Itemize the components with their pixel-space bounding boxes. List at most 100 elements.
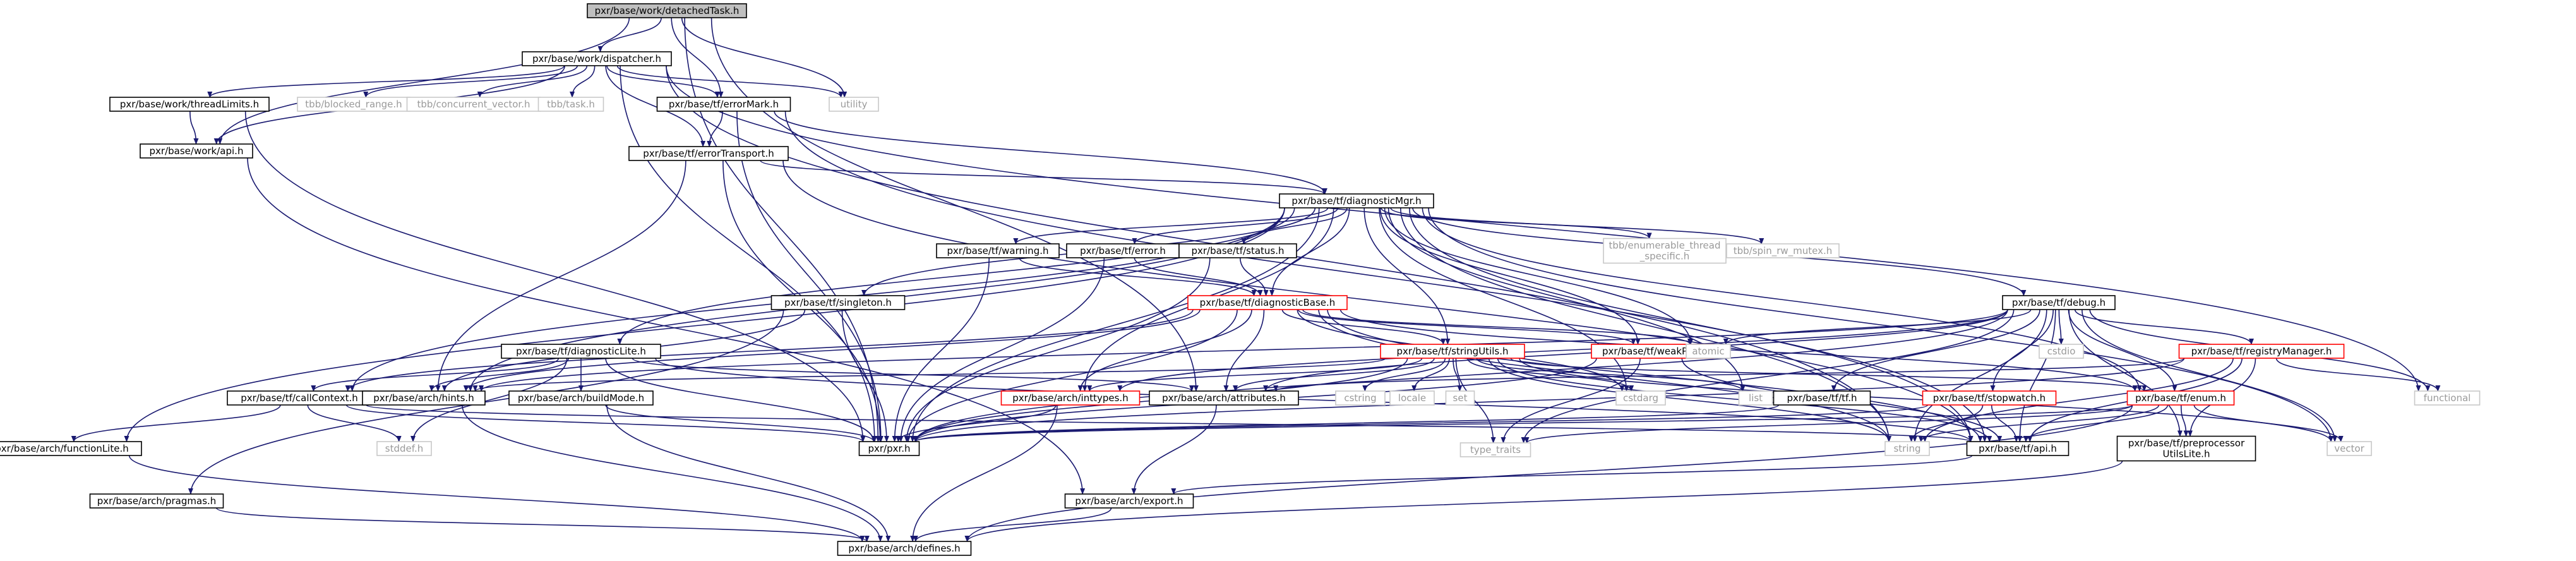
node-detachedTask[interactable]: pxr/base/work/detachedTask.h [587, 3, 747, 18]
edge-debug-to-tf [1831, 309, 2040, 392]
node-box [501, 344, 661, 359]
node-task: tbb/task.h [537, 97, 604, 112]
node-label: pxr/pxr.h [868, 443, 910, 454]
node-dispatcher[interactable]: pxr/base/work/dispatcher.h [522, 51, 672, 66]
node-diagnosticMgr[interactable]: pxr/base/tf/diagnosticMgr.h [1279, 193, 1434, 208]
node-box [1149, 390, 1299, 406]
edge-diagnosticLite-to-hints [429, 358, 569, 392]
edge-tf-to-pxr [913, 404, 1780, 442]
edge-detachedTask-to-workApi [217, 17, 630, 145]
edge-enum-to-type_traits [1524, 404, 2133, 443]
node-label: pxr/base/tf/weakPtr.h [1602, 346, 1703, 357]
edge-stringUtils-to-set [1453, 358, 1463, 392]
edge-errorTransport-to-hints [435, 160, 686, 392]
node-stopwatch[interactable]: pxr/base/tf/stopwatch.h [1922, 390, 2057, 406]
edge-singleton-to-pragmas [188, 309, 784, 495]
node-concurrent_vector: tbb/concurrent_vector.h [406, 97, 541, 112]
edge-debug-to-stopwatch [1990, 309, 2054, 392]
node-label: functional [2424, 392, 2471, 404]
node-inttypes[interactable]: pxr/base/arch/inttypes.h [1000, 390, 1141, 406]
node-error[interactable]: pxr/base/tf/error.h [1066, 243, 1180, 258]
node-label: atomic [1692, 346, 1724, 357]
node-singleton[interactable]: pxr/base/tf/singleton.h [770, 295, 906, 310]
node-box [1603, 238, 1727, 264]
node-label: pxr/base/tf/registryManager.h [2191, 346, 2332, 357]
node-set: set [1445, 390, 1475, 406]
node-box [1380, 344, 1525, 359]
edge-diagnosticMgr-to-status [1241, 207, 1348, 244]
edge-registryManager-to-attributes [1273, 358, 2185, 392]
node-diagnosticLite[interactable]: pxr/base/tf/diagnosticLite.h [501, 344, 661, 359]
edge-diagnosticBase-to-weakPtr [1298, 309, 1636, 345]
edge-diagnosticLite-to-pxr [605, 358, 877, 442]
node-pxr[interactable]: pxr/pxr.h [858, 441, 920, 456]
node-pragmas[interactable]: pxr/base/arch/pragmas.h [89, 493, 224, 509]
node-label: tbb/task.h [547, 99, 595, 110]
node-label: pxr/base/tf/errorMark.h [669, 99, 779, 110]
node-label: pxr/base/work/detachedTask.h [595, 5, 740, 16]
node-label: pxr/base/tf/diagnosticLite.h [516, 346, 646, 357]
node-box [362, 390, 486, 406]
node-callContext[interactable]: pxr/base/tf/callContext.h [227, 390, 372, 406]
node-box [1335, 390, 1386, 406]
edge-dispatcher-to-errorMark [606, 65, 720, 98]
edge-diagnosticMgr-to-error [1132, 207, 1339, 244]
node-enum[interactable]: pxr/base/tf/enum.h [2126, 390, 2235, 406]
edge-export-to-defines [913, 507, 1112, 542]
node-weakPtr[interactable]: pxr/base/tf/weakPtr.h [1591, 344, 1715, 359]
edge-debug-to-hints [479, 309, 2008, 392]
edge-stringUtils-to-enum [1510, 358, 2147, 392]
edge-status-to-diagnosticBase [1239, 257, 1269, 296]
edge-buildMode-to-pxr [605, 404, 877, 442]
edge-dispatcher-to-concurrent_vector [477, 65, 588, 98]
node-stringUtils[interactable]: pxr/base/tf/stringUtils.h [1380, 344, 1525, 359]
node-label: pxr/base/tf/warning.h [947, 245, 1049, 256]
node-defines[interactable]: pxr/base/arch/defines.h [837, 541, 972, 556]
node-label: pxr/base/tf/enum.h [2135, 392, 2226, 404]
node-status[interactable]: pxr/base/tf/status.h [1178, 243, 1297, 258]
node-buildMode[interactable]: pxr/base/arch/buildMode.h [508, 390, 654, 406]
node-warning[interactable]: pxr/base/tf/warning.h [936, 243, 1060, 258]
node-errorTransport[interactable]: pxr/base/tf/errorTransport.h [628, 146, 789, 161]
edge-dispatcher-to-errorTransport [605, 65, 706, 147]
node-functionLite[interactable]: pxr/base/arch/functionLite.h [0, 441, 142, 456]
node-label: pxr/base/tf/debug.h [2012, 297, 2106, 308]
edge-stringUtils-to-list [1476, 358, 1746, 392]
edge-callContext-to-stddef [307, 404, 402, 442]
edge-status-to-pxr [904, 257, 1211, 442]
node-workApi[interactable]: pxr/base/work/api.h [140, 143, 253, 159]
edge-diagnosticMgr-to-spin_rw_mutex [1390, 207, 1764, 244]
edge-enum-to-defines [964, 404, 2133, 542]
node-export[interactable]: pxr/base/arch/export.h [1064, 493, 1194, 509]
node-errorMark[interactable]: pxr/base/tf/errorMark.h [656, 97, 791, 112]
node-box [587, 3, 747, 18]
node-attributes[interactable]: pxr/base/arch/attributes.h [1149, 390, 1299, 406]
node-debug[interactable]: pxr/base/tf/debug.h [2002, 295, 2116, 310]
edge-diagnosticBase-to-pxr [905, 309, 1238, 442]
node-threadLimits[interactable]: pxr/base/work/threadLimits.h [109, 97, 270, 112]
node-box [109, 97, 270, 112]
node-box [2039, 344, 2084, 359]
node-label: UtilsLite.h [2163, 449, 2210, 460]
edge-detachedTask-to-errorMark [671, 17, 724, 98]
node-tfApi[interactable]: pxr/base/tf/api.h [1966, 441, 2070, 456]
edge-warning-to-pxr [892, 257, 990, 442]
node-layer: pxr/base/work/detachedTask.h pxr/base/wor… [0, 3, 2481, 556]
node-tf[interactable]: pxr/base/tf/tf.h [1773, 390, 1871, 406]
edge-diagnosticMgr-to-atomic [1384, 207, 1694, 345]
node-registryManager[interactable]: pxr/base/tf/registryManager.h [2178, 344, 2345, 359]
edge-dispatcher-to-threadLimits [207, 65, 565, 98]
node-atomic: atomic [1686, 344, 1731, 359]
edge-error-to-pxr [898, 257, 1105, 442]
edge-layer [71, 17, 2441, 542]
edge-detachedTask-to-attributes [710, 17, 1199, 392]
node-box [1445, 390, 1475, 406]
edge-callContext-to-tfApi [366, 404, 1973, 442]
node-hints[interactable]: pxr/base/arch/hints.h [362, 390, 486, 406]
node-diagnosticBase[interactable]: pxr/base/tf/diagnosticBase.h [1187, 295, 1348, 310]
edge-weakPtr-to-type_traits [1501, 358, 1641, 443]
edge-error-to-diagnosticBase [1134, 257, 1263, 296]
edge-pragmas-to-defines [215, 507, 870, 542]
node-label: pxr/base/arch/buildMode.h [518, 392, 644, 404]
